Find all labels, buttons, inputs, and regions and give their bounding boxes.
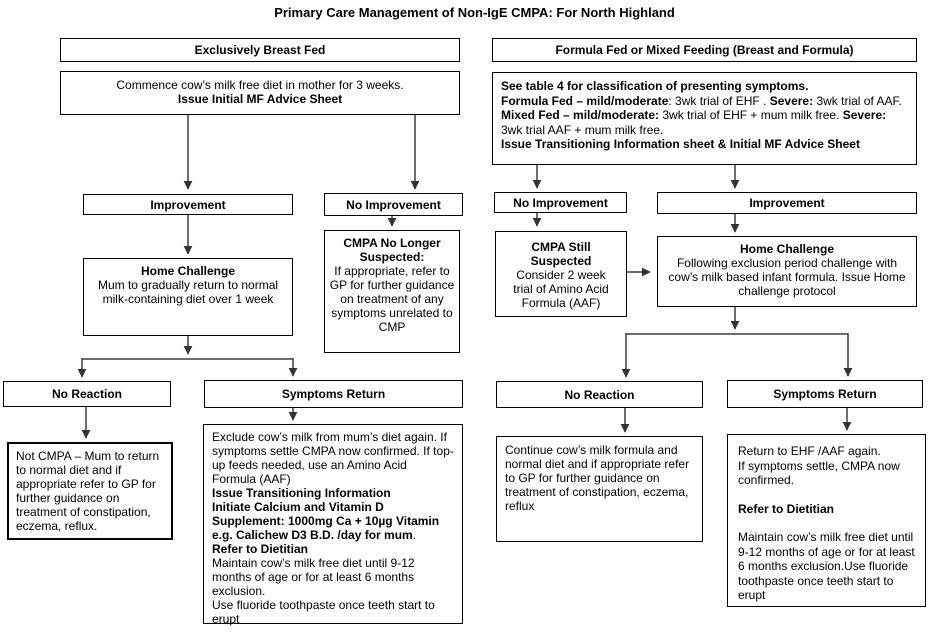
box-symptoms-return-right: Symptoms Return <box>727 380 923 408</box>
box-commence-milk-free-diet: Commence cow’s milk free diet in mother … <box>60 71 460 115</box>
box-body-bold: See table 4 for classification of presen… <box>501 79 809 93</box>
step-line: Commence cow’s milk free diet in mother … <box>116 78 404 92</box>
box-body-bold: Issue Transitioning Information sheet & … <box>501 137 860 151</box>
box-no-improvement-left: No Improvement <box>324 193 463 216</box>
box-home-challenge-right: Home Challenge Following exclusion perio… <box>657 236 917 307</box>
box-heading: CMPA Still Suspected <box>530 240 592 268</box>
box-body: Return to EHF /AAF again. <box>738 444 881 458</box>
box-see-table-4: See table 4 for classification of presen… <box>492 72 917 165</box>
box-body: Consider 2 week trial of Amino Acid Form… <box>513 268 609 310</box>
box-body: 3wk trial AAF + mum milk free. <box>501 122 664 137</box>
box-improvement-right: Improvement <box>657 192 917 214</box>
box-body: Exclude cow’s milk from mum’s diet again… <box>212 430 454 486</box>
box-no-reaction-right: No Reaction <box>496 381 703 408</box>
box-home-challenge-left: Home Challenge Mum to gradually return t… <box>83 258 293 336</box>
box-no-reaction-left: No Reaction <box>3 381 171 407</box>
box-not-cmpa: Not CMPA – Mum to return to normal diet … <box>7 442 173 540</box>
box-heading: CMPA No Longer Suspected: <box>343 236 441 264</box>
step-line-bold: Issue Initial MF Advice Sheet <box>177 92 343 106</box>
box-no-improvement-right: No Improvement <box>494 192 627 213</box>
box-body-mixed: Mixed Fed – mild/moderate: 3wk trial of … <box>501 108 887 122</box>
box-body-bold: Supplement: 1000mg Ca + 10µg Vitamin <box>212 514 440 528</box>
box-body-mixed: Formula Fed – mild/moderate: 3wk trial o… <box>501 93 902 108</box>
box-symptoms-return-left: Symptoms Return <box>204 380 463 408</box>
box-body: If appropriate, refer to GP for further … <box>329 264 455 334</box>
box-body: Mum to gradually return to normal milk-c… <box>97 278 279 306</box>
box-cmpa-no-longer-suspected: CMPA No Longer Suspected: If appropriate… <box>324 230 460 353</box>
page-title: Primary Care Management of Non-IgE CMPA:… <box>274 5 675 20</box>
box-body-bold: Issue Transitioning Information <box>212 486 391 500</box>
box-body-bold: Initiate Calcium and Vitamin D <box>212 500 384 514</box>
box-body: Following exclusion period challenge wit… <box>668 256 906 298</box>
box-continue-cows-milk-formula: Continue cow’s milk formula and normal d… <box>496 436 703 542</box>
box-body: If symptoms settle, CMPA now confirmed. <box>738 458 900 488</box>
box-heading: Home Challenge <box>739 242 835 256</box>
box-body: Use fluoride toothpaste once teeth start… <box>212 598 435 626</box>
box-return-to-ehf-aaf: Return to EHF /AAF again. If symptoms se… <box>727 434 926 607</box>
box-exclude-cows-milk: Exclude cow’s milk from mum’s diet again… <box>203 424 463 626</box>
box-body: Maintain cow’s milk free diet until 9-12… <box>738 530 915 602</box>
box-heading: Home Challenge <box>140 264 236 278</box>
box-body-mixed: e.g. Calichew D3 B.D. /day for mum. <box>212 528 417 542</box>
box-body: Maintain cow’s milk free diet until 9-12… <box>212 556 415 598</box>
box-improvement-left: Improvement <box>83 194 293 215</box>
box-exclusively-breast-fed: Exclusively Breast Fed <box>60 38 460 62</box>
box-body-bold: Refer to Dietitian <box>212 542 309 556</box>
box-body-bold: Refer to Dietitian <box>738 501 835 516</box>
box-cmpa-still-suspected: CMPA Still Suspected Consider 2 week tri… <box>495 231 627 317</box>
box-formula-fed-header: Formula Fed or Mixed Feeding (Breast and… <box>492 38 917 62</box>
